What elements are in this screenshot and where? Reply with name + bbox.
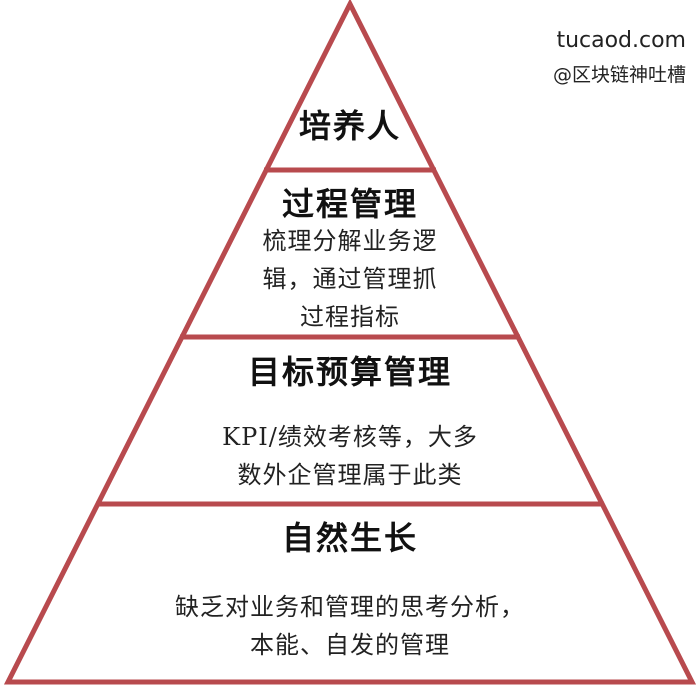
pyramid-outline	[3, 0, 697, 685]
level-4-desc-line: 本能、自发的管理	[250, 631, 450, 659]
watermark-handle: @区块链神吐槽	[552, 64, 686, 86]
level-1-title: 培养人	[298, 107, 401, 145]
level-2-title: 过程管理	[281, 185, 418, 223]
level-4-desc-line: 缺乏对业务和管理的思考分析，	[175, 593, 525, 621]
level-3-desc-line: 数外企管理属于此类	[237, 461, 463, 489]
level-2-desc-line: 过程指标	[300, 303, 400, 331]
level-3-description: KPI/绩效考核等，大多 数外企管理属于此类	[150, 418, 550, 494]
level-3-title: 目标预算管理	[247, 353, 452, 391]
level-2-desc-line: 梳理分解业务逻	[262, 227, 438, 255]
level-2-desc-line: 辑，通过管理抓	[262, 265, 438, 293]
level-4-description: 缺乏对业务和管理的思考分析， 本能、自发的管理	[100, 588, 600, 664]
level-4-title: 自然生长	[281, 519, 418, 557]
level-2-description: 梳理分解业务逻 辑，通过管理抓 过程指标	[200, 222, 500, 336]
level-3-desc-line: KPI/绩效考核等，大多	[222, 423, 478, 451]
watermark-site: tucaod.com	[556, 28, 686, 53]
